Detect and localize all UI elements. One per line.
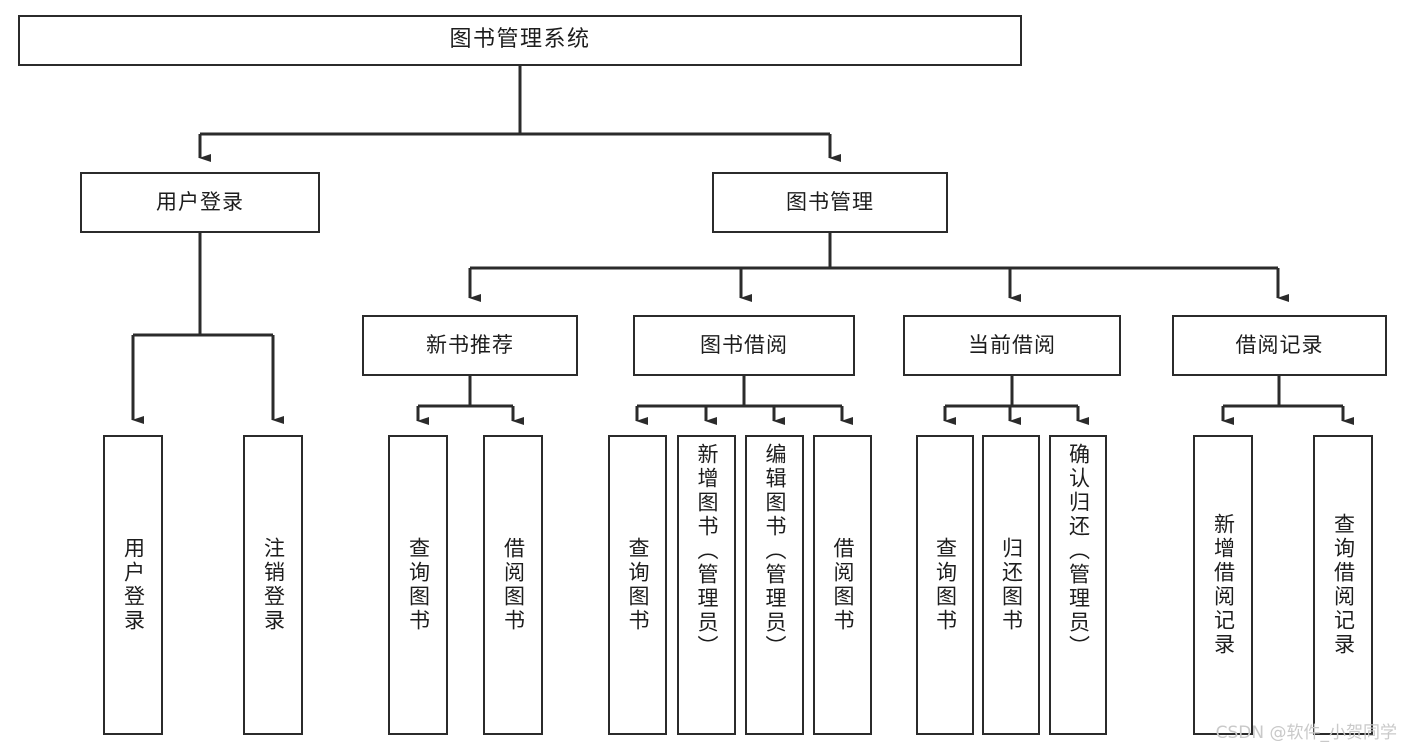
node-label: 用户登录: [156, 189, 244, 214]
node-label: 借阅图书: [501, 537, 526, 633]
node-label: 新书推荐: [426, 332, 514, 357]
node-root-library-system[interactable]: 图书管理系统: [18, 15, 1022, 66]
node-label: 图书借阅: [700, 332, 788, 357]
csdn-watermark: CSDN @软件_小贺同学: [1215, 723, 1397, 743]
node-label: 用户登录: [121, 537, 146, 633]
node-label: 新增借阅记录: [1211, 513, 1236, 657]
leaf-borrow-borrow-book[interactable]: 借阅图书: [813, 435, 872, 735]
leaf-record-query-record[interactable]: 查询借阅记录: [1313, 435, 1373, 735]
node-label: 图书管理系统: [449, 27, 591, 53]
leaf-user-login-signout[interactable]: 注销登录: [243, 435, 303, 735]
node-label: 图书管理: [786, 189, 874, 214]
node-label: 查询图书: [626, 537, 650, 633]
leaf-borrow-add-book-admin[interactable]: 新增图书（管理员）: [677, 435, 736, 735]
leaf-borrow-edit-book-admin[interactable]: 编辑图书（管理员）: [745, 435, 804, 735]
leaf-current-return-book[interactable]: 归还图书: [982, 435, 1040, 735]
node-label: 编辑图书（管理员）: [763, 443, 787, 659]
leaf-user-login-signin[interactable]: 用户登录: [103, 435, 163, 735]
node-new-book-recommend[interactable]: 新书推荐: [362, 315, 578, 376]
node-current-borrow[interactable]: 当前借阅: [903, 315, 1121, 376]
node-label: 借阅图书: [831, 537, 855, 633]
leaf-recommend-query-book[interactable]: 查询图书: [388, 435, 448, 735]
node-label: 新增图书（管理员）: [695, 443, 719, 659]
leaf-borrow-query-book[interactable]: 查询图书: [608, 435, 667, 735]
leaf-recommend-borrow-book[interactable]: 借阅图书: [483, 435, 543, 735]
node-label: 借阅记录: [1235, 332, 1324, 357]
node-label: 确认归还（管理员）: [1066, 443, 1091, 659]
node-label: 当前借阅: [968, 332, 1056, 357]
node-label: 注销登录: [261, 537, 286, 633]
node-label: 查询借阅记录: [1331, 513, 1356, 657]
node-borrow-record[interactable]: 借阅记录: [1172, 315, 1387, 376]
leaf-record-add-record[interactable]: 新增借阅记录: [1193, 435, 1253, 735]
leaf-current-query-book[interactable]: 查询图书: [916, 435, 974, 735]
node-user-login[interactable]: 用户登录: [80, 172, 320, 233]
node-label: 查询图书: [406, 537, 431, 633]
leaf-current-confirm-return-admin[interactable]: 确认归还（管理员）: [1049, 435, 1107, 735]
node-label: 查询图书: [933, 537, 958, 633]
node-book-management[interactable]: 图书管理: [712, 172, 948, 233]
node-book-borrow[interactable]: 图书借阅: [633, 315, 855, 376]
node-label: 归还图书: [999, 537, 1024, 633]
